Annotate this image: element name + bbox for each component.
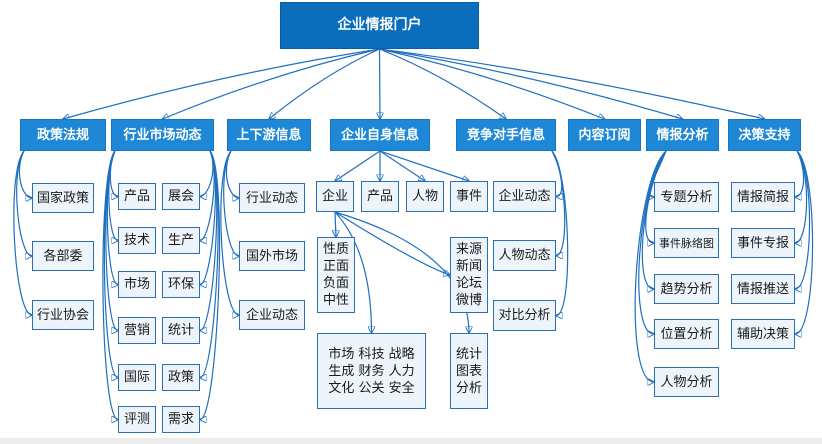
market-item: 政策: [162, 364, 200, 391]
market-item: 市场: [118, 271, 156, 298]
chain-item: 行业动态: [239, 183, 305, 213]
connector-arrow: [334, 211, 450, 275]
competitor-item: 人物动态: [493, 240, 556, 271]
analysis-item: 专题分析: [654, 182, 719, 212]
competitor-item: 对比分析: [493, 300, 556, 331]
connector-arrow: [102, 150, 118, 420]
analysis-item: 位置分析: [654, 319, 719, 349]
competitor-item: 企业动态: [493, 181, 556, 212]
policy-item: 各部委: [32, 241, 94, 271]
connector-arrow: [16, 150, 32, 256]
category-market: 行业市场动态: [111, 119, 214, 151]
policy-item: 行业协会: [32, 300, 94, 330]
connector-arrow: [334, 211, 469, 333]
connector-arrow: [641, 150, 667, 289]
connector-arrow: [795, 150, 808, 243]
bottom-border: [0, 438, 822, 444]
decision-item: 情报推送: [731, 274, 795, 304]
market-item: 环保: [162, 271, 200, 298]
category-decision: 决策支持: [728, 119, 801, 151]
connector-arrow: [380, 48, 381, 119]
connector-arrow: [200, 150, 221, 420]
category-chain: 上下游信息: [227, 119, 311, 151]
self-item: 事件: [450, 181, 488, 212]
connector-arrow: [335, 211, 336, 237]
connector-arrow: [200, 150, 214, 197]
connector-arrow: [223, 150, 239, 256]
market-item: 产品: [118, 183, 156, 210]
self-item: 产品: [361, 181, 399, 212]
connector-arrow: [225, 150, 239, 198]
category-policy: 政策法规: [20, 119, 106, 151]
connector-arrow: [379, 48, 683, 119]
connector-arrow: [645, 150, 667, 243]
connector-arrow: [63, 48, 380, 119]
category-self: 企业自身信息: [330, 119, 430, 151]
connector-arrow: [18, 150, 32, 198]
root-node: 企业情报门户: [280, 2, 479, 49]
category-subscription: 内容订阅: [568, 119, 641, 151]
self-detail-box: 市场 科技 战略 生成 财务 人力 文化 公关 安全: [317, 333, 426, 409]
connector-arrow: [795, 150, 811, 289]
market-item: 统计: [162, 317, 200, 344]
analysis-item: 人物分析: [654, 367, 719, 397]
connector-arrow: [379, 48, 605, 119]
chain-item: 国外市场: [239, 241, 305, 271]
decision-item: 辅助决策: [731, 319, 795, 349]
self-detail-box: 性质 正面 负面 中性: [317, 237, 355, 313]
connector-arrow: [634, 150, 667, 382]
market-item: 需求: [162, 406, 200, 433]
connector-arrow: [795, 150, 805, 197]
market-item: 评测: [118, 406, 156, 433]
market-item: 营销: [118, 317, 156, 344]
market-item: 展会: [162, 183, 200, 210]
connector-arrow: [334, 211, 372, 333]
self-detail-box: 统计 图表 分析: [450, 333, 488, 409]
analysis-item: 趋势分析: [654, 274, 719, 304]
connector-arrow: [795, 150, 814, 334]
policy-item: 国家政策: [32, 183, 94, 213]
connector-arrow: [335, 150, 381, 181]
connector-arrow: [379, 150, 469, 181]
connector-arrow: [379, 48, 765, 119]
chain-item: 企业动态: [239, 300, 305, 330]
connector-arrow: [551, 150, 569, 316]
market-item: 生产: [162, 227, 200, 254]
connector-arrow: [269, 48, 380, 119]
connector-arrow: [163, 48, 380, 119]
connector-arrow: [379, 48, 507, 119]
market-item: 技术: [118, 227, 156, 254]
connector-arrow: [379, 150, 425, 181]
category-analysis: 情报分析: [646, 119, 719, 151]
analysis-item: 事件脉络图: [654, 228, 719, 258]
connector-arrow: [638, 150, 667, 334]
self-detail-box: 来源 新闻 论坛 微博: [450, 237, 488, 313]
category-competitor: 竞争对手信息: [456, 119, 556, 151]
decision-item: 事件专报: [731, 228, 795, 258]
self-item: 人物: [406, 181, 444, 212]
market-item: 国际: [118, 364, 156, 391]
connector-arrow: [220, 150, 239, 315]
connector-arrow: [13, 150, 32, 315]
self-item: 企业: [316, 181, 354, 212]
decision-item: 情报简报: [731, 182, 795, 212]
